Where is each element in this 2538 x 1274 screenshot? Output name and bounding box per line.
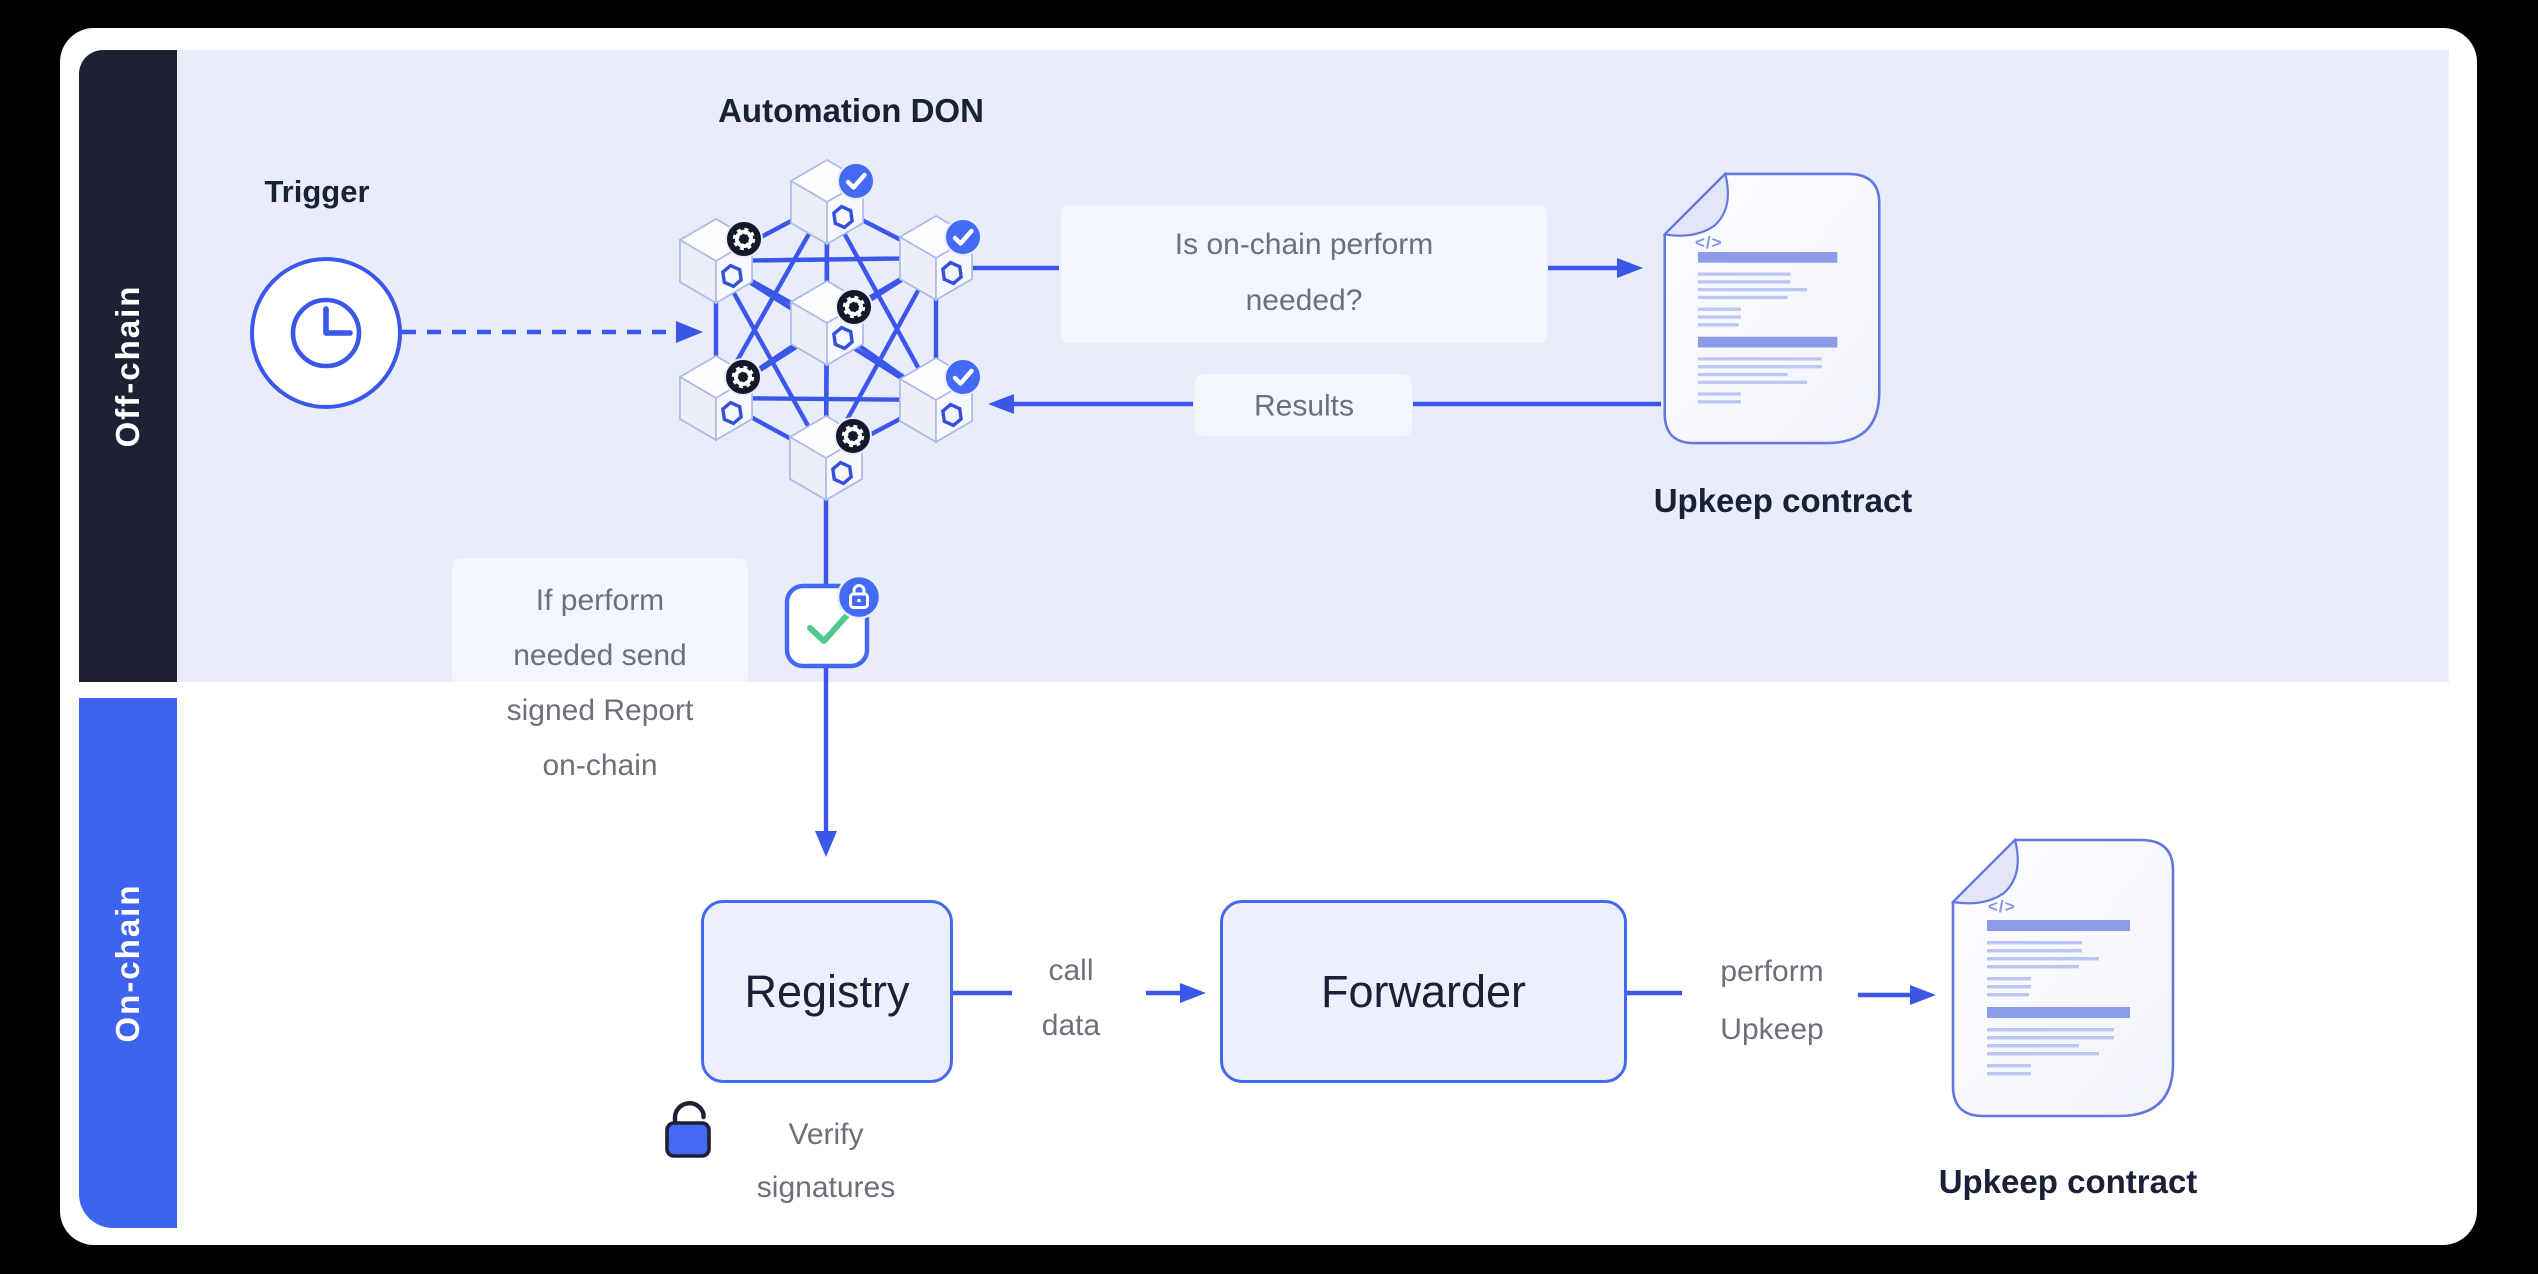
code-icon: </>: [1988, 897, 2016, 916]
check-badge-icon: [838, 163, 874, 199]
clock-icon: [250, 257, 402, 409]
code-icon: </>: [1695, 233, 1723, 252]
question-arrow: [972, 258, 1643, 278]
question-label: Is on-chain perform needed?: [1174, 228, 1434, 317]
off-chain-strip: Off-chain: [79, 50, 177, 682]
perform-upkeep-arrow: [1627, 985, 1936, 1005]
green-check-icon: [807, 610, 852, 644]
verify-signatures-label: Verify signatures: [756, 1118, 896, 1204]
gear-badge-icon: [835, 418, 871, 454]
perform-upkeep-label: perform Upkeep: [1720, 955, 1824, 1046]
registry-label: Registry: [744, 965, 910, 1017]
lock-open-icon: [665, 1101, 711, 1158]
gear-badge-icon: [836, 289, 872, 325]
don-title: Automation DON: [718, 92, 984, 129]
call-data-arrow: [953, 983, 1206, 1003]
diagram-artwork: </> </>: [250, 158, 2175, 1158]
question-highlight: [1061, 205, 1547, 343]
upkeep-contract-doc-icon: [1663, 172, 1881, 445]
forwarder-box: Forwarder: [1220, 900, 1627, 1083]
trigger-arrow: [402, 321, 703, 343]
upkeep-contract-label-bottom: Upkeep contract: [1938, 1163, 2198, 1200]
signed-report-icon: [784, 574, 882, 669]
forwarder-label: Forwarder: [1320, 965, 1527, 1017]
registry-box: Registry: [701, 900, 953, 1083]
results-highlight: [1195, 374, 1412, 436]
results-arrow: [988, 394, 1661, 414]
lock-closed-icon: [836, 574, 882, 620]
call-data-label: call data: [1041, 954, 1101, 1042]
gear-badge-icon: [726, 221, 762, 257]
diagram-card: Off-chain On-chain: [60, 28, 2477, 1245]
upkeep-contract-label-top: Upkeep contract: [1653, 482, 1913, 519]
gear-badge-icon: [725, 359, 761, 395]
on-chain-strip: On-chain: [79, 698, 177, 1228]
report-note-label: If perform needed send signed Report on-…: [506, 584, 694, 782]
check-badge-icon: [945, 219, 981, 255]
results-label: Results: [1253, 389, 1355, 423]
report-note-highlight: [452, 558, 748, 684]
trigger-label: Trigger: [264, 174, 370, 209]
check-badge-icon: [945, 359, 981, 395]
upkeep-contract-doc-icon: [1951, 838, 2175, 1118]
